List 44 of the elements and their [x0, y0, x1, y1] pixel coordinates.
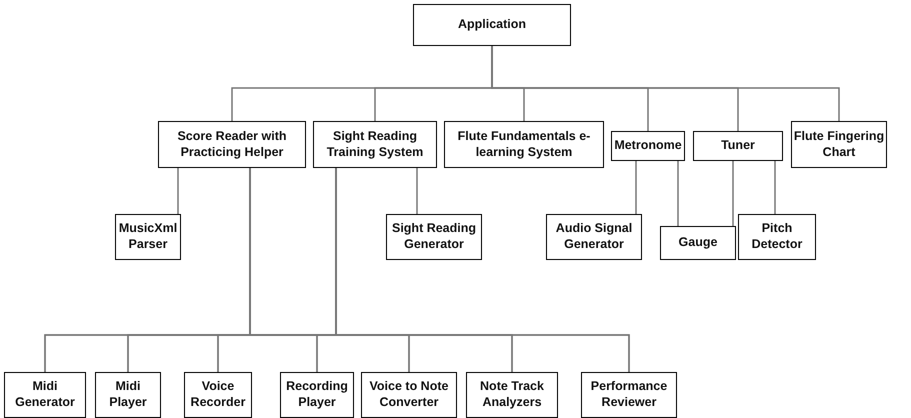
component-label: Sight Reading Generator	[390, 221, 478, 253]
component-label: Voice to Note Converter	[368, 379, 450, 411]
component-box	[413, 4, 571, 46]
component-box	[184, 372, 252, 418]
component-label: Flute Fundamentals e-learning System	[456, 128, 592, 160]
connector-line	[635, 161, 637, 214]
component-label: Audio Signal Generator	[554, 221, 634, 253]
connector-line	[177, 168, 179, 214]
component-label: Pitch Detector	[750, 221, 804, 253]
component-box	[158, 121, 306, 168]
connector-line	[416, 168, 418, 214]
component-box	[280, 372, 354, 418]
component-box	[546, 214, 642, 260]
component-box	[693, 131, 783, 161]
component-label: Voice Recorder	[190, 379, 246, 411]
component-label: Recording Player	[285, 379, 349, 411]
component-box	[660, 226, 736, 260]
component-box	[466, 372, 558, 418]
component-label: Midi Generator	[14, 379, 76, 411]
component-label: Gauge	[678, 235, 718, 251]
component-box	[611, 131, 685, 161]
component-label: Tuner	[721, 138, 755, 154]
component-box	[361, 372, 457, 418]
component-box	[581, 372, 677, 418]
component-box	[95, 372, 161, 418]
component-label: Flute Fingering Chart	[792, 128, 886, 160]
component-label: Note Track Analyzers	[479, 379, 545, 411]
connector-line	[774, 161, 776, 214]
connector-line	[732, 161, 734, 226]
component-box	[791, 121, 887, 168]
connector-line	[677, 161, 679, 226]
component-label: Score Reader with Practicing Helper	[176, 128, 288, 160]
component-box	[115, 214, 181, 260]
component-label: Sight Reading Training System	[326, 128, 424, 160]
component-box	[444, 121, 604, 168]
component-box	[313, 121, 437, 168]
component-label: Metronome	[614, 138, 682, 154]
component-label: Performance Reviewer	[590, 379, 668, 411]
component-label: Application	[458, 17, 526, 33]
component-label: MusicXml Parser	[118, 221, 178, 253]
component-box	[4, 372, 86, 418]
component-box	[738, 214, 816, 260]
component-box	[386, 214, 482, 260]
component-label: Midi Player	[108, 379, 148, 411]
